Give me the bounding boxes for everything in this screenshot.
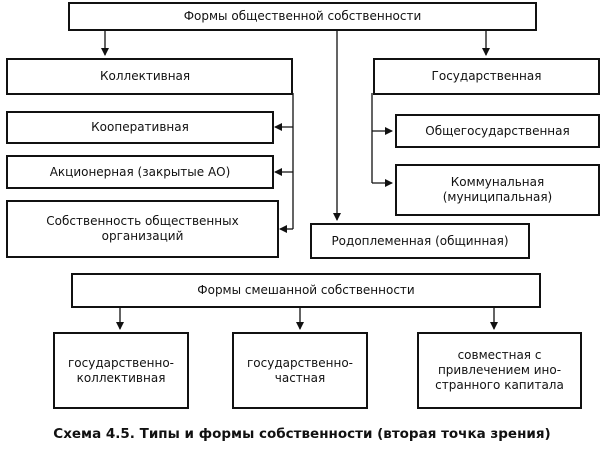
label-communal-line1: Коммунальная <box>450 175 545 189</box>
box-state: Государственная <box>373 58 600 95</box>
label-mixed-ownership: Формы смешанной собственности <box>197 283 415 297</box>
box-mixed-ownership: Формы смешанной собственности <box>71 273 541 308</box>
box-clan-communal: Родоплеменная (общинная) <box>310 223 530 259</box>
box-public-ownership: Формы общественной собственности <box>68 2 537 31</box>
label-state-collective-line1: государственно- <box>67 355 175 370</box>
label-state: Государственная <box>431 69 542 83</box>
label-joint-foreign-line1: совместная с <box>457 348 542 362</box>
label-state-collective-line2: коллективная <box>76 370 166 385</box>
label-communal-line2: (муниципальная) <box>442 190 553 204</box>
label-public-ownership: Формы общественной собственности <box>183 9 422 23</box>
label-state-private-line1: государственно- <box>246 355 354 370</box>
label-joint-foreign-line2: привлечением ино- <box>437 363 562 377</box>
label-cooperative: Кооперативная <box>91 120 189 134</box>
box-national: Общегосударственная <box>395 114 600 148</box>
label-state-private-line2: частная <box>274 370 326 385</box>
box-state-collective: государственно- коллективная <box>53 332 189 409</box>
label-public-orgs-line1: Собственность общественных <box>46 214 239 228</box>
box-cooperative: Кооперативная <box>6 111 274 144</box>
box-joint-foreign: совместная с привлечением ино- странного… <box>417 332 582 409</box>
figure-caption: Схема 4.5. Типы и формы собственности (в… <box>53 426 551 442</box>
box-collective: Коллективная <box>6 58 293 95</box>
label-public-orgs-line2: организаций <box>101 229 184 243</box>
label-joint-foreign-line3: странного капитала <box>435 378 564 392</box>
box-state-private: государственно- частная <box>232 332 368 409</box>
label-national: Общегосударственная <box>425 123 570 138</box>
label-collective: Коллективная <box>100 69 191 83</box>
box-public-organizations: Собственность общественных организаций <box>6 200 279 258</box>
box-communal: Коммунальная (муниципальная) <box>395 164 600 216</box>
label-joint-stock: Акционерная (закрытые АО) <box>49 164 231 179</box>
label-clan: Родоплеменная (общинная) <box>331 233 509 248</box>
box-joint-stock: Акционерная (закрытые АО) <box>6 155 274 189</box>
